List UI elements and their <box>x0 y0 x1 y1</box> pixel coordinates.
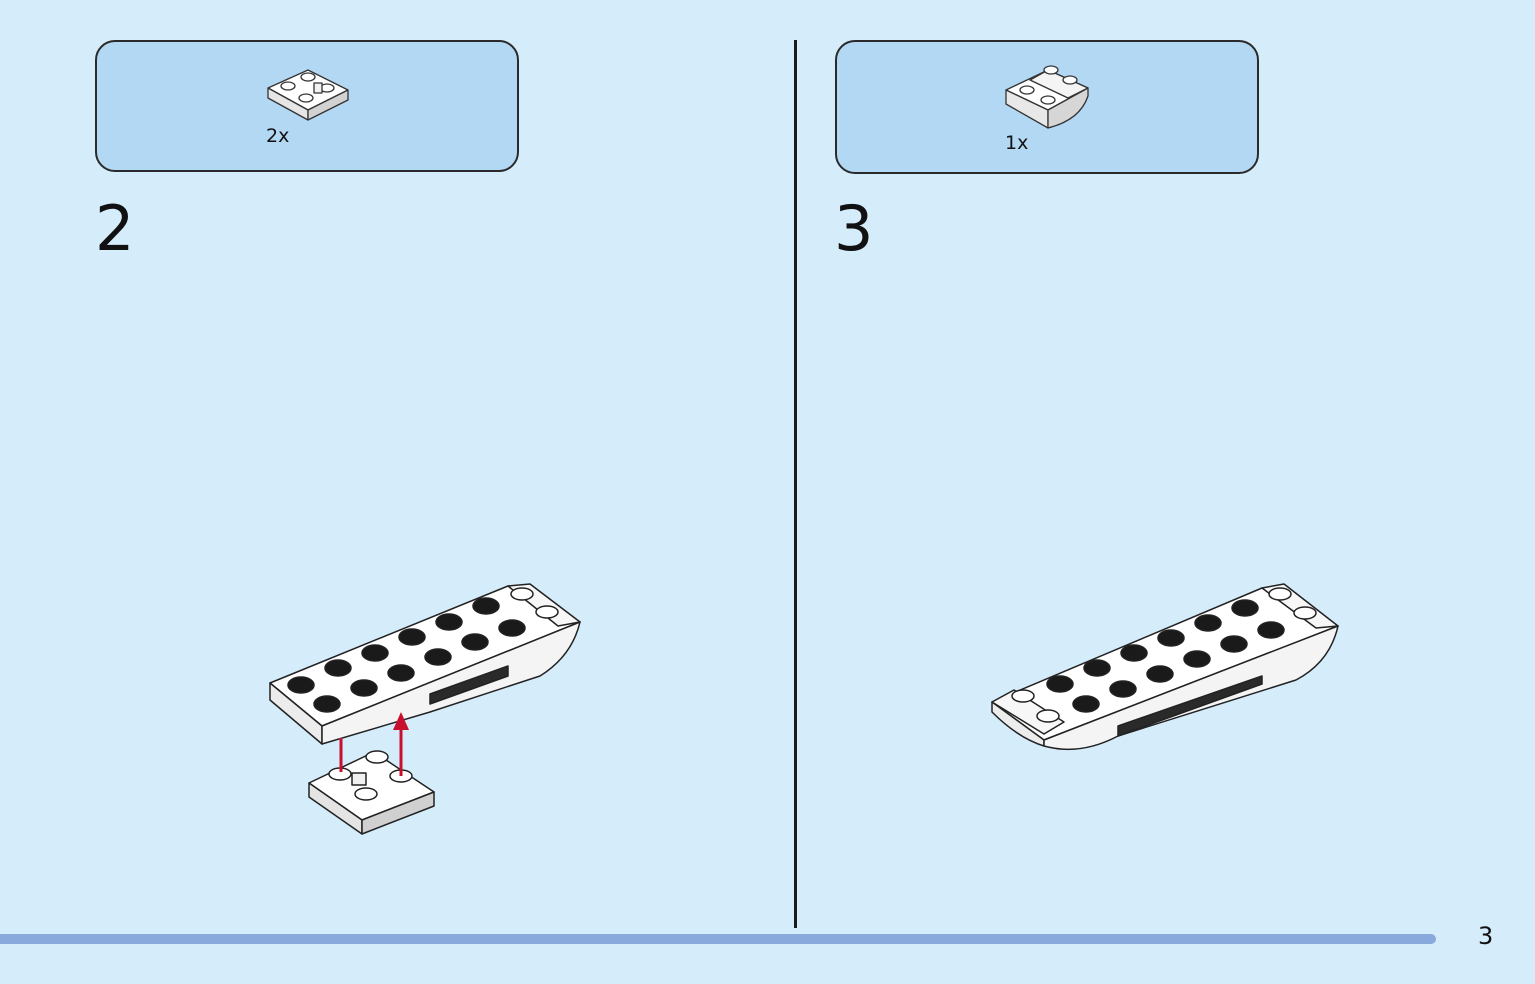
step-number-left: 2 <box>95 192 135 265</box>
page-progress-bar <box>0 934 1436 944</box>
assembly-arrow-icon <box>339 712 409 776</box>
page-number: 3 <box>1478 922 1494 950</box>
step-number-right: 3 <box>834 192 874 265</box>
page-divider <box>794 40 797 928</box>
part-quantity-right: 1x <box>1005 132 1029 154</box>
part-quantity-left: 2x <box>266 125 290 147</box>
